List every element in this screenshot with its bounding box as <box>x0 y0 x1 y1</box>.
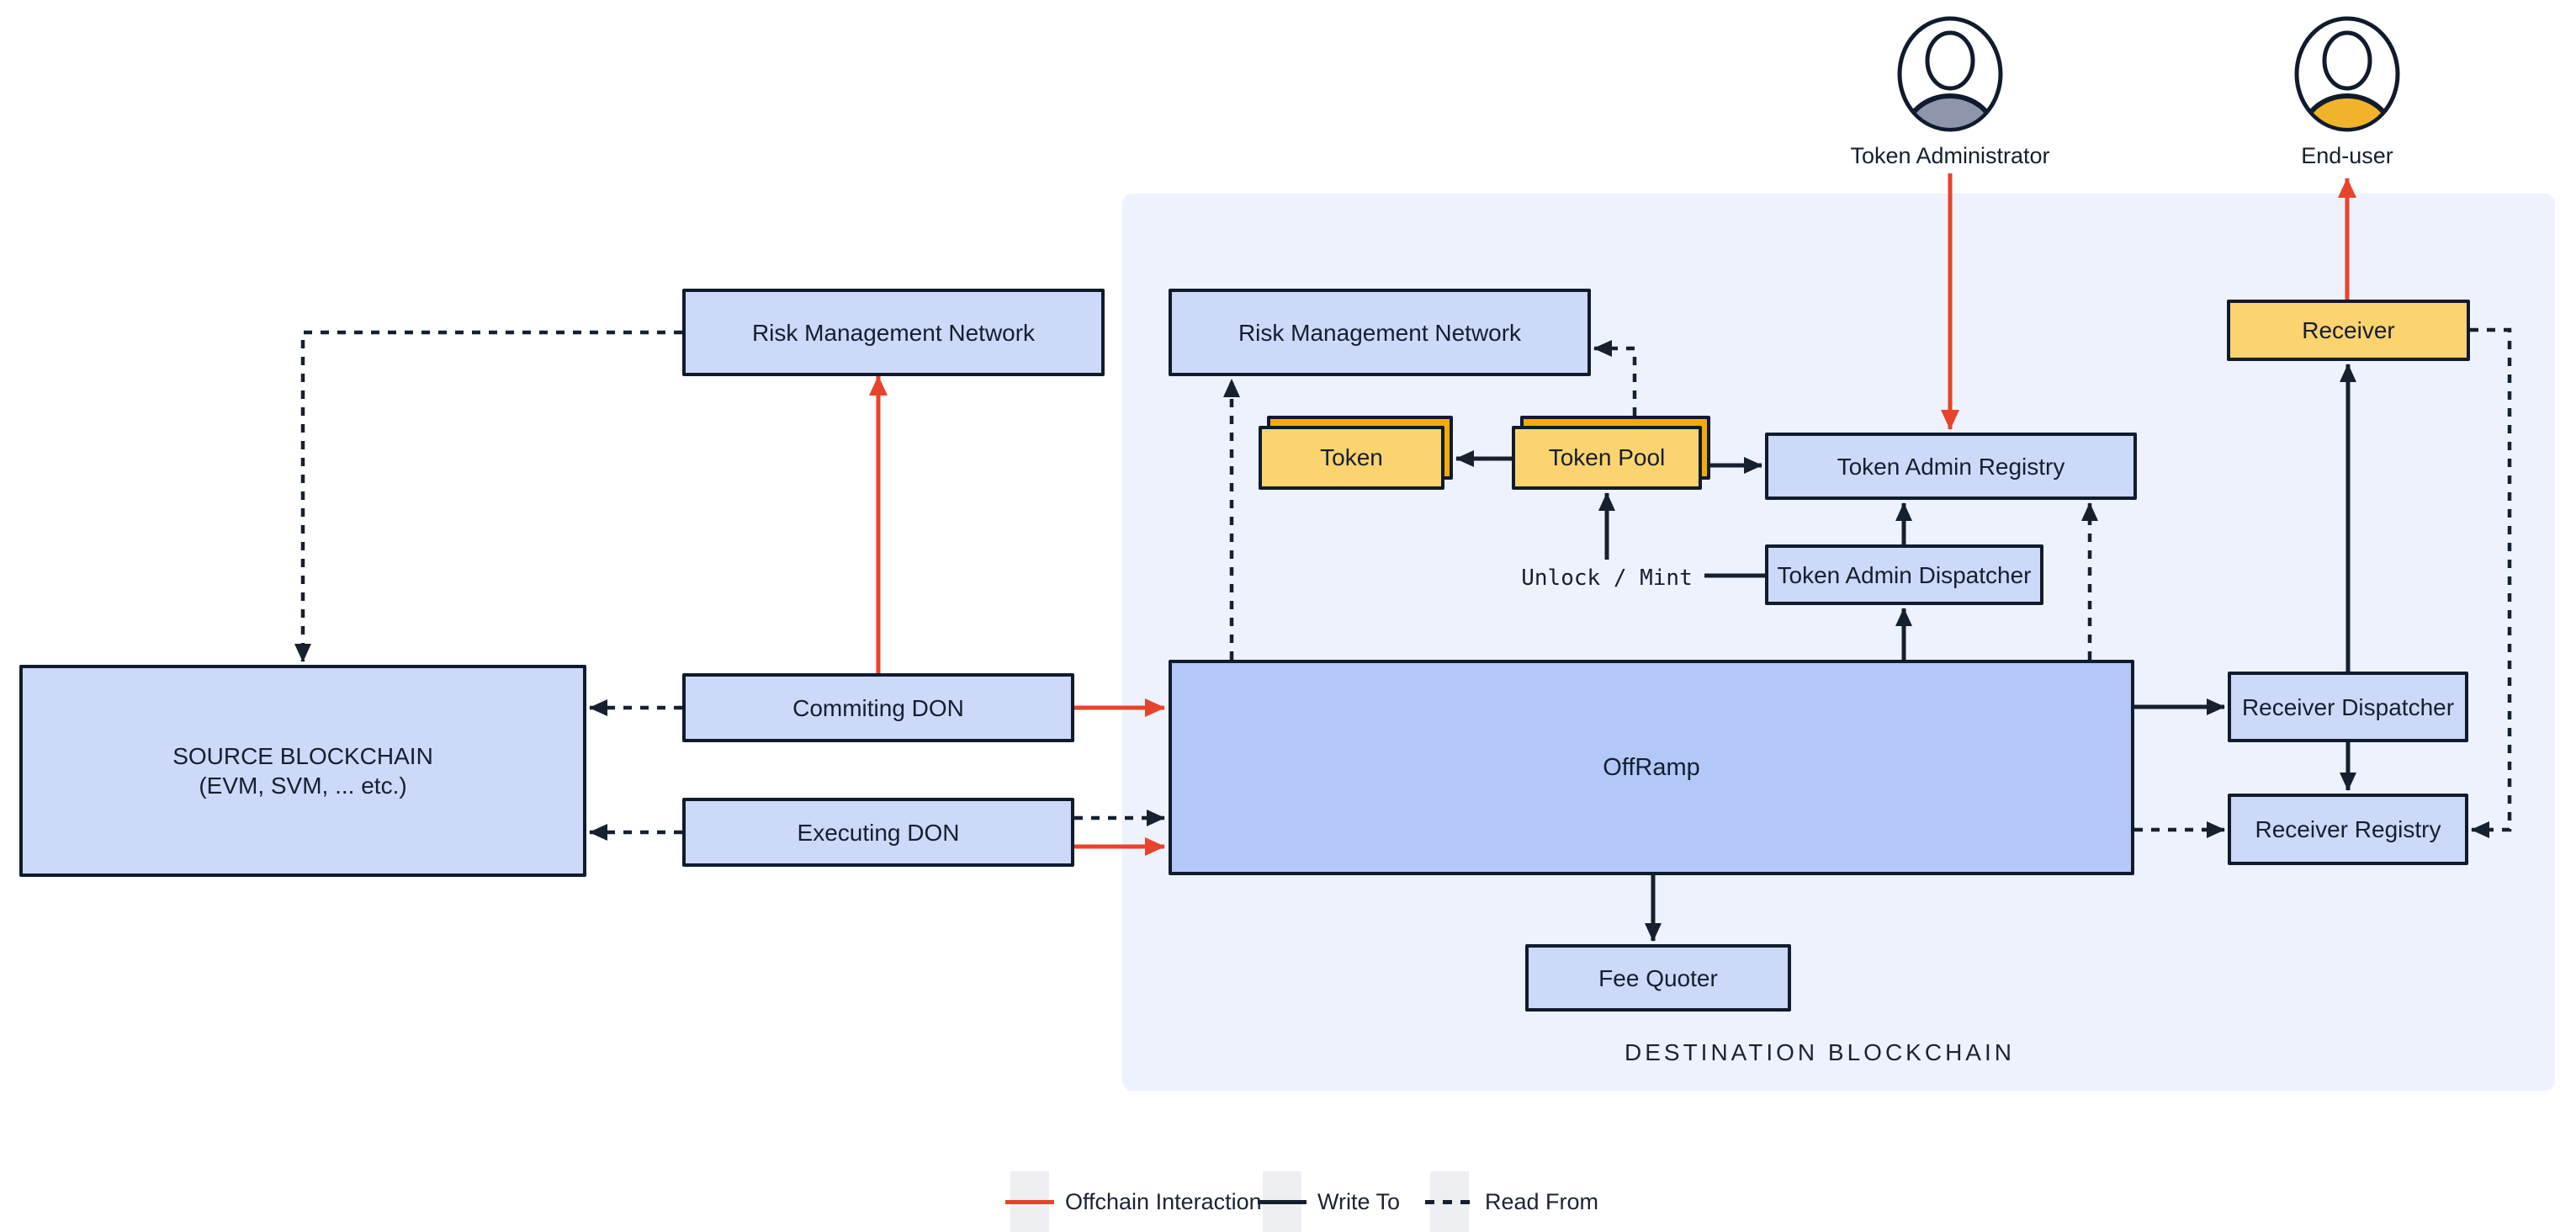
receiver-dispatcher-box: Receiver Dispatcher <box>2228 672 2468 742</box>
edge-receiver-to-receiver-registry <box>2470 327 2512 838</box>
legend-item-offchain: Offchain Interaction <box>1005 1171 1262 1232</box>
token-admin-registry-box: Token Admin Registry <box>1765 433 2137 500</box>
legend-swatch <box>1258 1171 1307 1232</box>
source-blockchain-line2: (EVM, SVM, ... etc.) <box>199 773 407 799</box>
token-box: Token <box>1259 426 1444 490</box>
token-administrator-label: Token Administrator <box>1850 143 2050 168</box>
risk-management-network-left-box: Risk Management Network <box>682 289 1105 376</box>
offramp-box: OffRamp <box>1169 660 2134 875</box>
source-blockchain-line1: SOURCE BLOCKCHAIN <box>172 743 433 769</box>
token-administrator-avatar-icon <box>1897 16 2003 132</box>
token-pool-stack: Token Pool <box>1512 416 1710 490</box>
destination-blockchain-label: DESTINATION BLOCKCHAIN <box>1625 1039 2015 1065</box>
receiver-box: Receiver <box>2227 300 2470 361</box>
legend-item-write-to: Write To <box>1258 1171 1401 1232</box>
legend-swatch <box>1425 1171 1474 1232</box>
legend-swatch <box>1005 1171 1054 1232</box>
legend-write-to-label: Write To <box>1317 1188 1401 1214</box>
legend-read-from-label: Read From <box>1485 1188 1599 1214</box>
offchain-line-icon <box>1005 1200 1054 1204</box>
end-user-avatar-icon <box>2294 16 2400 132</box>
read-from-line-icon <box>1425 1200 1474 1204</box>
write-to-line-icon <box>1258 1200 1307 1204</box>
token-admin-dispatcher-box: Token Admin Dispatcher <box>1765 544 2043 605</box>
risk-management-network-dest-box: Risk Management Network <box>1169 289 1591 376</box>
executing-don-box: Executing DON <box>682 798 1074 867</box>
token-pool-box: Token Pool <box>1512 426 1702 490</box>
edge-rmn-left-to-source <box>294 330 682 662</box>
token-stack: Token <box>1259 416 1453 490</box>
end-user-label: End-user <box>2301 143 2393 168</box>
source-blockchain-box: SOURCE BLOCKCHAIN (EVM, SVM, ... etc.) <box>19 665 586 877</box>
legend-offchain-label: Offchain Interaction <box>1065 1188 1262 1214</box>
commiting-don-box: Commiting DON <box>682 673 1074 742</box>
edge-token-pool-to-rmn-dest <box>1593 340 1637 416</box>
fee-quoter-box: Fee Quoter <box>1525 944 1791 1012</box>
unlock-mint-label: Unlock / Mint <box>1521 566 1693 591</box>
legend-item-read-from: Read From <box>1425 1171 1599 1232</box>
receiver-registry-box: Receiver Registry <box>2228 794 2468 865</box>
